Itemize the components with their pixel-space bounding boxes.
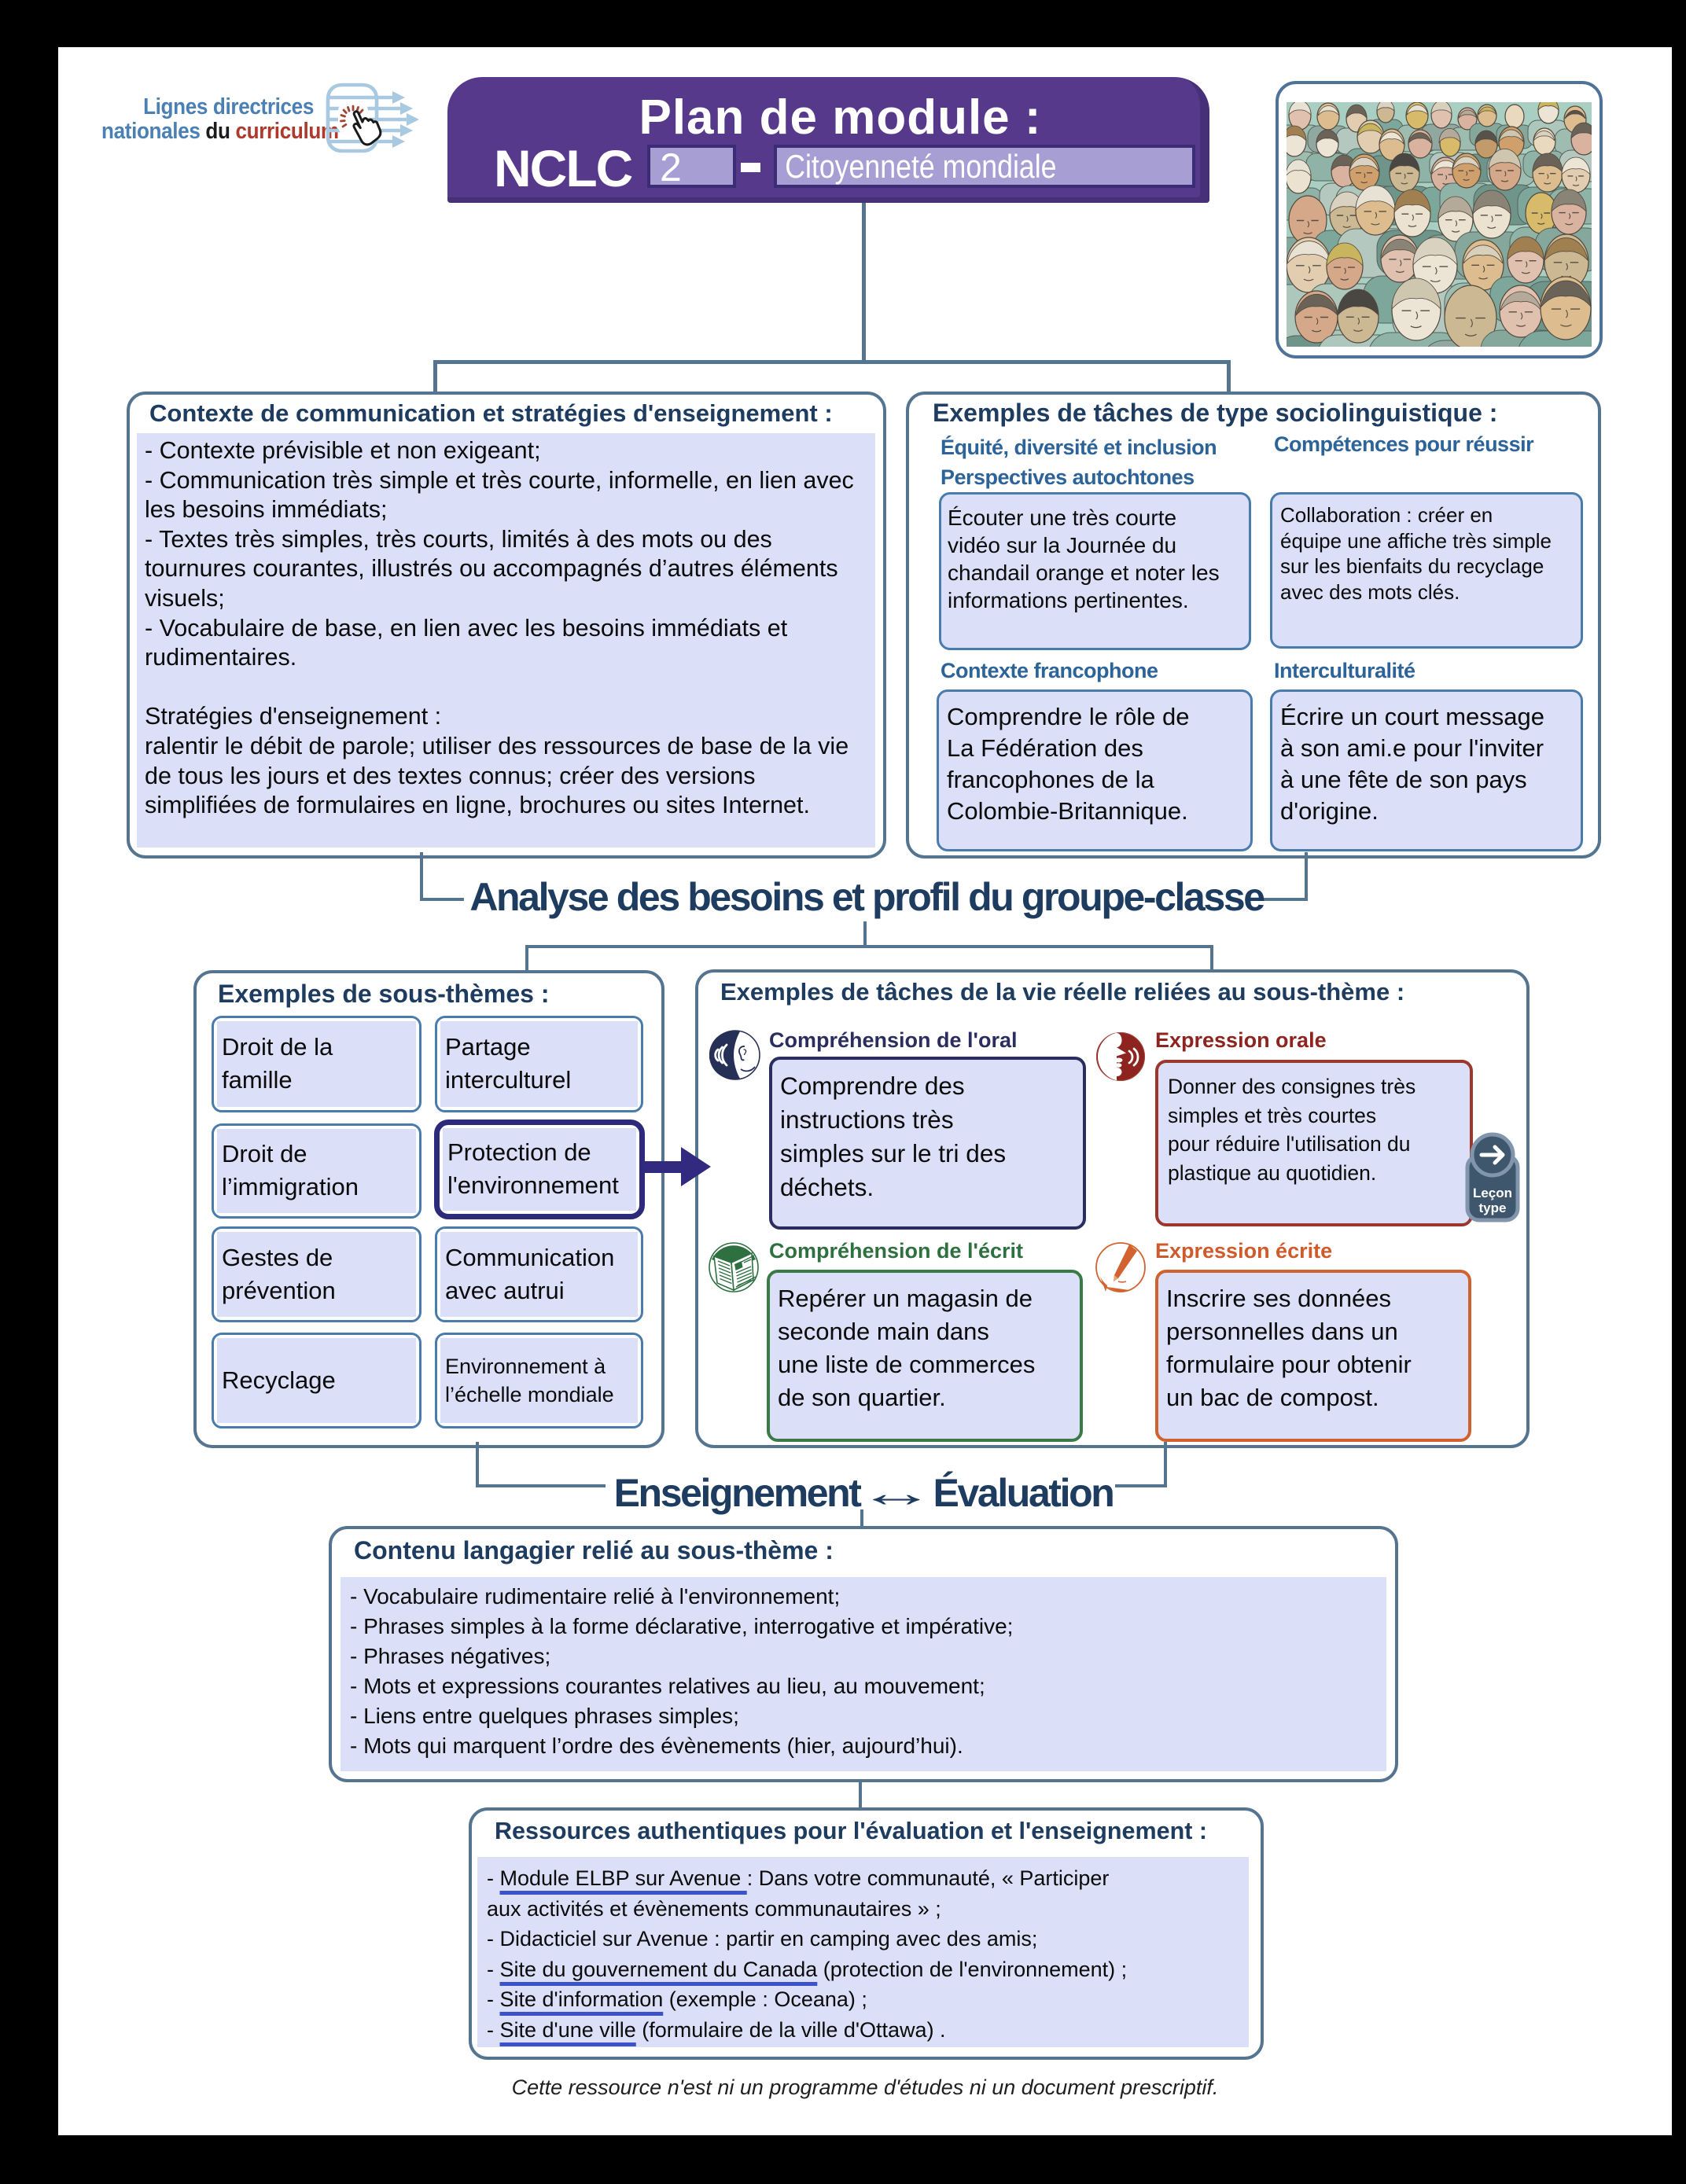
svg-text:type: type bbox=[1479, 1200, 1507, 1215]
svg-text:Leçon: Leçon bbox=[1473, 1186, 1512, 1200]
